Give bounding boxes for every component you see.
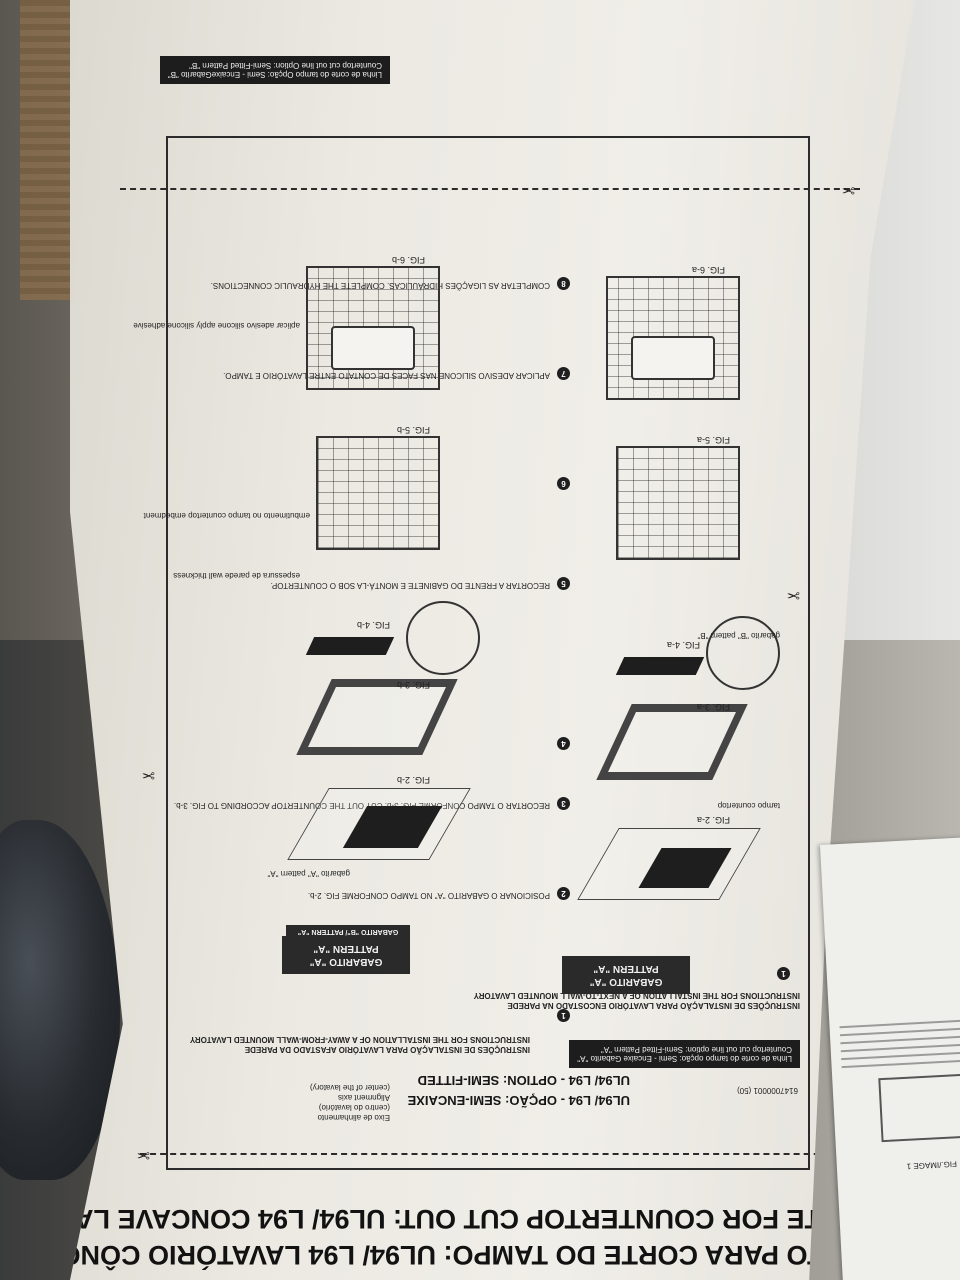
scissors-icon: ✂ xyxy=(141,766,155,783)
step-2-badge: 2 xyxy=(557,887,570,900)
step-8-badge: 8 xyxy=(557,277,570,290)
fig-4b-detail-circle xyxy=(406,601,480,675)
axis-pt: Eixo de alinhamento xyxy=(317,1113,391,1122)
callout-tampo: tampo countertop xyxy=(717,801,780,810)
fig-5a-cabinet xyxy=(616,446,740,560)
fig-label-6a: FIG. 6-a xyxy=(691,265,725,275)
fig-label-5a: FIG. 5-a xyxy=(696,435,730,445)
step-5-text: RECORTAR A FRENTE DO GABINETE E MONTÁ-LA… xyxy=(270,581,550,590)
step-1-badge-b: 1 xyxy=(777,967,790,980)
callout-espessura: espessura de parede wall thickness xyxy=(173,571,300,580)
scissors-icon: ✂ xyxy=(786,586,800,603)
step-6-badge: 6 xyxy=(557,477,570,490)
cut-label-b-pt: Linha de corte do tampo Opção: Semi - En… xyxy=(167,70,382,79)
option-title-pt: UL94/ L94 - OPÇÃO: SEMI-ENCAIXE xyxy=(407,1093,630,1108)
option-title-en: UL94/ L94 - OPTION: SEMI-FITTED xyxy=(417,1073,630,1088)
text-line xyxy=(839,1017,960,1029)
text-line xyxy=(841,1049,960,1061)
text-line xyxy=(841,1057,960,1069)
fig-label-3a: FIG. 3-a xyxy=(696,702,730,712)
leaflet-diagram xyxy=(878,1073,960,1143)
leaflet-fig-label: FIG./IMAGE 1 xyxy=(906,1159,958,1171)
scissors-icon: ✂ xyxy=(136,1146,150,1163)
gabarito-a-block-right: GABARITO "A" PATTERN "A" xyxy=(562,956,690,994)
fig-4a-detail-circle xyxy=(706,616,780,690)
fig-label-6b: FIG. 6-b xyxy=(391,255,425,265)
fig-label-5b: FIG. 5-b xyxy=(396,425,430,435)
secondary-leaflet-content: ca FIG./IMAGE 1 xyxy=(820,836,960,1280)
instr-next-pt: INSTRUÇÕES DE INSTALAÇÃO PARA LAVATÓRIO … xyxy=(507,1001,800,1010)
secondary-leaflet: ca FIG./IMAGE 1 xyxy=(820,835,960,1280)
fig-6b-basin xyxy=(331,326,415,370)
step-7-badge: 7 xyxy=(557,367,570,380)
instruction-sheet: GABARITO PARA CORTE DO TAMPO: UL94/ L94 … xyxy=(0,0,930,1280)
fig-6a-basin xyxy=(631,336,715,380)
step-5-badge: 5 xyxy=(557,577,570,590)
callout-embutimento: embutimento no tampo countertop embedmen… xyxy=(143,511,310,520)
fig-label-3b: FIG. 3-b xyxy=(396,680,430,690)
callout-gabarito-b: gabarito "B" pattern "B" xyxy=(697,631,780,640)
text-line xyxy=(840,1033,960,1045)
step-3-badge: 3 xyxy=(557,797,570,810)
axis-pt2: (centro do lavatório) xyxy=(318,1103,390,1112)
fig-label-2b: FIG. 2-b xyxy=(396,775,430,785)
cut-line-dashed-top xyxy=(120,188,860,190)
axis-en2: (center of the lavatory) xyxy=(309,1083,390,1092)
instructions-away-header: INSTRUÇÕES DE INSTALAÇÃO PARA LAVATÓRIO … xyxy=(190,1034,530,1054)
gabarito-strip: GABARITO "B"/ PATTERN "A" xyxy=(286,924,410,938)
cut-label-a-pt: Linha de corte do tampo opção: Semi - En… xyxy=(577,1054,792,1063)
gabarito-a-block-left: GABARITO "A" PATTERN "A" xyxy=(282,936,410,974)
cut-line-dashed-bottom xyxy=(140,1153,870,1155)
callout-silicone: aplicar adesivo silicone apply silicone … xyxy=(133,321,300,330)
axis-label-pt: Eixo de alinhamento (centro do lavatório… xyxy=(310,1082,390,1122)
step-2-text: POSICIONAR O GABARITO "A" NO TAMPO CONFO… xyxy=(307,891,550,900)
scissors-icon: ✂ xyxy=(841,181,855,198)
fig-4b-pattern xyxy=(305,637,395,655)
instruction-sheet-content: GABARITO PARA CORTE DO TAMPO: UL94/ L94 … xyxy=(0,0,930,1280)
instr-away-en: INSTRUCTIONS FOR THE INSTALLATION OF A A… xyxy=(189,1035,530,1044)
headline-en: TEMPLATE FOR COUNTERTOP CUT OUT: UL94/ L… xyxy=(0,1204,930,1234)
code-number: 6147000001 (50) xyxy=(737,1086,798,1095)
axis-en: Alignment axis xyxy=(337,1093,390,1102)
fig-label-4a: FIG. 4-a xyxy=(666,640,700,650)
callout-gabarito-a: gabarito "A" pattern "A" xyxy=(267,869,350,878)
headline-pt: GABARITO PARA CORTE DO TAMPO: UL94/ L94 … xyxy=(4,1240,930,1270)
step-4-badge: 4 xyxy=(557,737,570,750)
leaflet-text-lines xyxy=(829,1011,960,1074)
cut-label-a-en: Countertop cut out line option: Semi-Fit… xyxy=(600,1045,792,1054)
fig-4a-pattern xyxy=(615,657,705,675)
text-line xyxy=(840,1041,960,1053)
fig-label-2a: FIG. 2-a xyxy=(696,815,730,825)
cut-line-label-a: Linha de corte do tampo opção: Semi - En… xyxy=(569,1040,800,1068)
step-1-badge-a: 1 xyxy=(557,1009,570,1022)
fig-label-4b: FIG. 4-b xyxy=(356,620,390,630)
cut-label-b-en: Countertop cut out line Option: Semi-Fit… xyxy=(189,61,382,70)
text-line xyxy=(839,1025,960,1037)
cut-line-label-b: Linha de corte do tampo Opção: Semi - En… xyxy=(159,56,390,84)
instr-away-pt: INSTRUÇÕES DE INSTALAÇÃO PARA LAVATÓRIO … xyxy=(244,1045,530,1054)
fig-5b-cabinet xyxy=(316,436,440,550)
